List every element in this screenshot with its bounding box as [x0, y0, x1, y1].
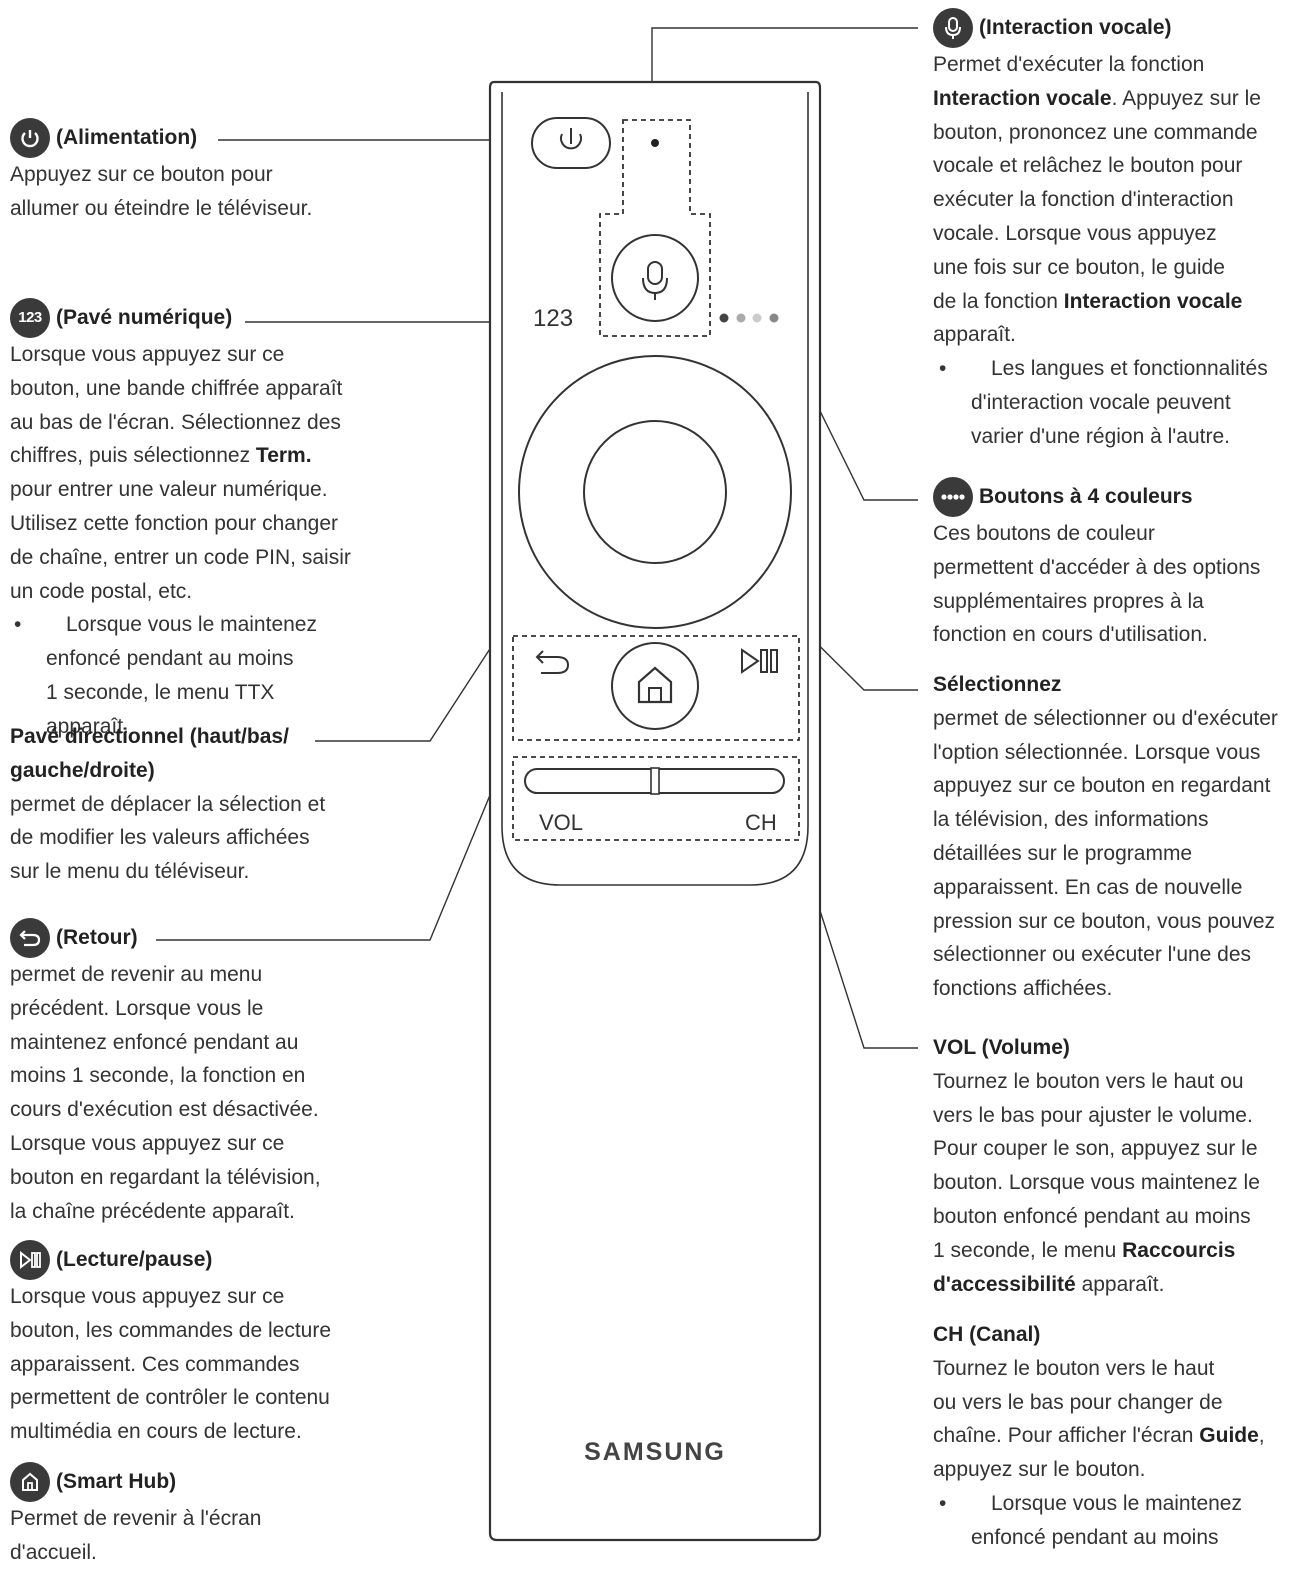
remote-power-button — [531, 117, 611, 169]
numpad-text: Lorsque vous appuyez sur ce — [10, 343, 285, 366]
colors-title: Boutons à 4 couleurs — [979, 485, 1193, 509]
numpad-text: bouton, une bande chiffrée apparaît — [10, 376, 343, 400]
power-text: allumer ou éteindre le téléviseur. — [10, 196, 313, 220]
numpad-text: chiffres, puis sélectionnez Term. — [10, 444, 312, 468]
smarthub-block: (Smart Hub) Permet de revenir à l'écran … — [10, 1462, 350, 1570]
numpad-icon: 123 — [10, 298, 50, 338]
leader-vol — [799, 847, 918, 1049]
numpad-text: un code postal, etc. — [10, 579, 193, 603]
ch-bullet: Lorsque vous le maintenez enfoncé pendan… — [933, 1487, 1288, 1555]
voice-dashed-area — [599, 119, 711, 337]
power-block: (Alimentation) Appuyez sur ce bouton pou… — [10, 118, 350, 226]
dpad-title: gauche/droite) — [10, 758, 155, 782]
voice-title: (Interaction vocale) — [979, 16, 1172, 40]
voice-bullet: Les langues et fonctionnalités d'interac… — [933, 352, 1288, 453]
remote-select-button — [583, 420, 727, 564]
numpad-text: Utilisez cette fonction pour changer — [10, 511, 339, 535]
ch-block: CH (Canal) Tournez le bouton vers le hau… — [933, 1318, 1288, 1555]
playpause-title: (Lecture/pause) — [56, 1248, 213, 1272]
home-icon — [10, 1462, 50, 1502]
voice-block: (Interaction vocale) Permet d'exécuter l… — [933, 8, 1288, 454]
playpause-block: (Lecture/pause) Lorsque vous appuyez sur… — [10, 1240, 360, 1449]
remote-return-button — [535, 650, 570, 674]
back-title: (Retour) — [56, 926, 138, 950]
select-title: Sélectionnez — [933, 673, 1062, 696]
remote-brand: SAMSUNG — [584, 1438, 726, 1466]
return-icon — [10, 918, 50, 958]
volch-dashed-area — [512, 756, 800, 841]
remote-home-button — [611, 642, 699, 730]
nav-dashed-area — [512, 635, 800, 741]
microphone-icon — [933, 8, 973, 48]
smarthub-title: (Smart Hub) — [56, 1470, 177, 1494]
remote-vol-ch-rocker — [524, 767, 785, 795]
remote-mic-hole — [651, 139, 659, 147]
remote-color-buttons — [719, 313, 779, 323]
play-pause-icon — [10, 1240, 50, 1280]
numpad-text: de chaîne, entrer un code PIN, saisir — [10, 545, 351, 569]
select-block: Sélectionnez permet de sélectionner ou d… — [933, 668, 1288, 1006]
numpad-title: (Pavé numérique) — [56, 306, 233, 330]
remote-vol-label: VOL — [539, 810, 583, 835]
remote-voice-button — [611, 234, 699, 322]
numpad-text: pour entrer une valeur numérique. — [10, 478, 328, 502]
power-title: (Alimentation) — [56, 126, 198, 150]
ch-title: CH (Canal) — [933, 1323, 1041, 1346]
colors-block: Boutons à 4 couleurs Ces boutons de coul… — [933, 477, 1288, 652]
color-dots-icon — [933, 477, 973, 517]
back-block: (Retour) permet de revenir au menu précé… — [10, 918, 350, 1228]
vol-block: VOL (Volume) Tournez le bouton vers le h… — [933, 1031, 1288, 1301]
remote-ch-label: CH — [745, 810, 777, 835]
dpad-block: Pavé directionnel (haut/bas/ gauche/droi… — [10, 720, 350, 889]
vol-title: VOL (Volume) — [933, 1036, 1070, 1059]
remote-play-pause-button — [741, 648, 778, 674]
remote-numpad-label: 123 — [533, 305, 573, 332]
dpad-title: Pavé directionnel (haut/bas/ — [10, 725, 289, 748]
numpad-text: au bas de l'écran. Sélectionnez des — [10, 410, 341, 434]
power-text: Appuyez sur ce bouton pour — [10, 163, 273, 186]
leader-back — [156, 741, 513, 941]
numpad-bullet: Lorsque vous le maintenez enfoncé pendan… — [10, 608, 355, 743]
power-icon — [10, 118, 50, 158]
numpad-block: 123 (Pavé numérique) Lorsque vous appuye… — [10, 298, 355, 744]
